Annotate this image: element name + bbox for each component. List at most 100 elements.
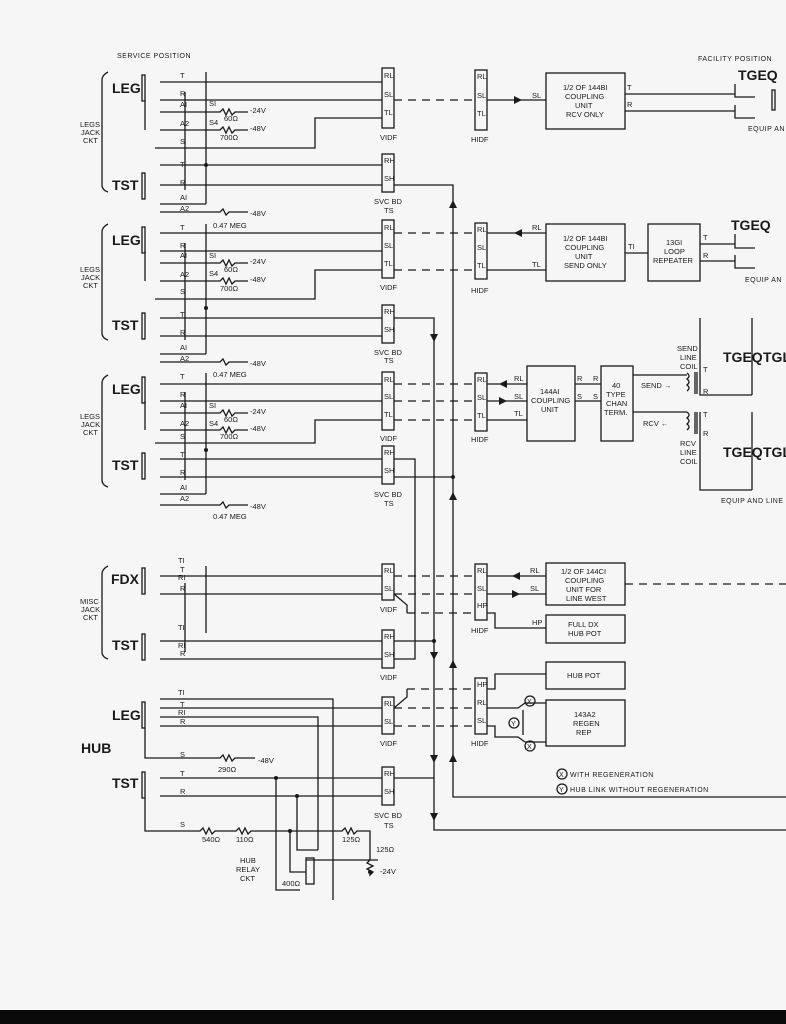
signal-label: SL [514, 392, 523, 401]
legs-jack-circuit-2: LEGS JACK CKT LEG TST T R AI A2 S SI S4 … [80, 221, 382, 368]
box-label: SEND ONLY [564, 261, 607, 270]
contact-t: T [180, 700, 185, 709]
resistor-label: 125Ω [342, 835, 361, 844]
terminal-label: HP [477, 680, 487, 689]
vidf-frame-6: RL SL VIDF [380, 696, 398, 748]
contact-r1: RI [178, 641, 186, 650]
facility-jack-tgeq: TGEQ [731, 217, 771, 233]
contact-t1: TI [178, 556, 185, 565]
terminal-label: TL [384, 108, 393, 117]
box-label: COUPLING [565, 243, 604, 252]
coupling-unit-send-only: 1/2 OF 144BI COUPLING UNIT SEND ONLY [545, 223, 626, 282]
frame-label: VIDF [380, 283, 398, 292]
terminal-label: SH [384, 174, 394, 183]
contact-t: T [180, 372, 185, 381]
svcbd-frame-3: RH SH SVC BD TS [374, 445, 403, 508]
frame-label: VIDF [380, 673, 398, 682]
resistor-label: 0.47 MEG [213, 370, 247, 379]
signal-label: RL [530, 566, 540, 575]
vidf-frame-3: RL SL TL VIDF [380, 371, 398, 443]
voltage-label: -24V [380, 867, 396, 876]
terminal-label: SL [477, 393, 486, 402]
contact-t1: TI [178, 623, 185, 632]
resistor-label: 540Ω [202, 835, 221, 844]
terminal-label: SH [384, 650, 394, 659]
terminal-label: RL [384, 566, 394, 575]
contact-t: T [180, 310, 185, 319]
legend-x-text: WITH REGENERATION [570, 772, 654, 779]
voltage-label: -48V [258, 756, 274, 765]
terminal-label: RH [384, 448, 395, 457]
signal-label: T [703, 410, 708, 419]
option-x-symbol: X [527, 744, 532, 751]
contact-a1: AI [180, 343, 187, 352]
hidf-frame-4: RL SL HP HIDF [471, 563, 489, 635]
jack-tst: TST [112, 317, 139, 333]
facility-jack-tgl: TGL [763, 444, 786, 460]
svcbd-frame-1: RH SH SVC BD TS [374, 153, 403, 215]
resistor-label: 0.47 MEG [213, 512, 247, 521]
contact-s1: SI [209, 99, 216, 108]
group-label: LEGS [80, 412, 100, 421]
frame-label: HIDF [471, 286, 489, 295]
group-label: JACK [81, 273, 100, 282]
terminal-label: RL [384, 223, 394, 232]
box-label: 1/2 OF 144BI [563, 83, 608, 92]
box-label: TYPE [606, 390, 626, 399]
legs-jack-circuit-1: LEGS JACK CKT LEG TST T R AI A2 S SI S4 … [80, 71, 382, 218]
coupling-unit-rcv-only: 1/2 OF 144BI COUPLING UNIT RCV ONLY [545, 72, 626, 130]
contact-r1: RI [178, 708, 186, 717]
frame-label: TS [384, 356, 394, 365]
resistor-label: 700Ω [220, 133, 239, 142]
contact-s1: SI [209, 401, 216, 410]
resistor-label: 290Ω [218, 765, 237, 774]
contact-s: S [180, 750, 185, 759]
terminal-label: TL [477, 411, 486, 420]
box-label: 143A2 [574, 710, 596, 719]
signal-label: R [577, 374, 583, 383]
signal-label: TI [628, 242, 635, 251]
group-label: JACK [81, 420, 100, 429]
signal-label: R [627, 100, 633, 109]
coil-label: COIL [680, 362, 698, 371]
signal-label: S [593, 392, 598, 401]
facility-jack-tgl: TGL [763, 349, 786, 365]
terminal-label: SL [477, 91, 486, 100]
coupling-unit-line-west: 1/2 OF 144CI COUPLING UNIT FOR LINE WEST [545, 562, 626, 606]
box-label: RCV ONLY [566, 110, 604, 119]
group-label: LEGS [80, 120, 100, 129]
frame-label: HIDF [471, 626, 489, 635]
contact-a1: AI [180, 100, 187, 109]
vidf-frame-5: RH SH VIDF [380, 629, 398, 682]
hidf-frame-2: RL SL TL HIDF [471, 222, 489, 295]
signal-label: T [703, 365, 708, 374]
box-label: 40 [612, 381, 620, 390]
box-label: 13GI [666, 238, 682, 247]
frame-label: VIDF [380, 133, 398, 142]
group-label: CKT [83, 281, 98, 290]
terminal-label: TL [477, 261, 486, 270]
resistor-label: 125Ω [376, 845, 395, 854]
service-position-title: SERVICE POSITION [117, 53, 191, 60]
svcbd-frame-6: RH SH SVC BD TS [374, 766, 403, 830]
hub-jack-circuit: HUB LEG TST TI T RI R S 290Ω -48V T R S … [81, 688, 396, 900]
box-label: 1/2 OF 144CI [561, 567, 606, 576]
contact-r: R [180, 328, 186, 337]
contact-s: S [180, 287, 185, 296]
coupling-unit-144a1: 144AI COUPLING UNIT [526, 365, 576, 442]
contact-a1: AI [180, 483, 187, 492]
contact-a1: AI [180, 193, 187, 202]
signal-label: TL [514, 409, 523, 418]
legend-y-symbol: Y [559, 787, 564, 794]
facility-jack-tgeq: TGEQ [738, 67, 778, 83]
option-x-marker [524, 695, 536, 707]
hub-pot: HUB POT [545, 661, 626, 690]
terminal-label: SH [384, 466, 394, 475]
terminal-label: RH [384, 769, 395, 778]
contact-t: T [180, 565, 185, 574]
coil-label: COIL [680, 457, 698, 466]
terminal-label: SH [384, 325, 394, 334]
legend-y-text: HUB LINK WITHOUT REGENERATION [570, 787, 709, 794]
terminal-label: HP [477, 601, 487, 610]
contact-r: R [180, 717, 186, 726]
